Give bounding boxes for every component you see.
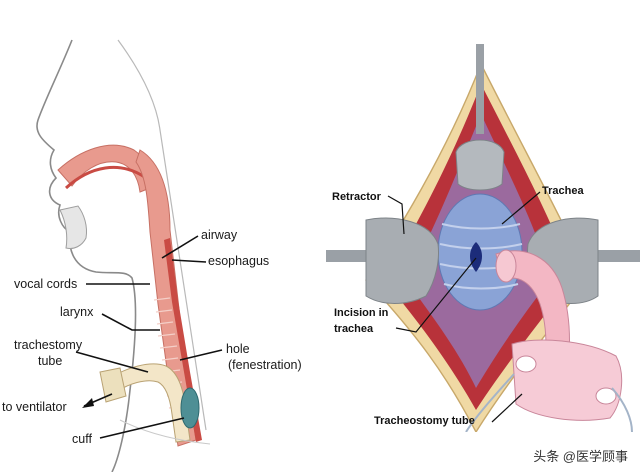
label-trachestomy-line1: trachestomy xyxy=(14,338,83,352)
leader-retractor xyxy=(387,195,405,235)
leader-airway xyxy=(161,235,199,259)
face-profile-outline xyxy=(36,39,137,472)
trachea-incision xyxy=(470,242,482,272)
cuff xyxy=(180,387,200,429)
label-airway: airway xyxy=(201,228,238,242)
palate-arc xyxy=(64,165,147,190)
flange-hole-right xyxy=(595,387,617,405)
label-trachestomy-line2: tube xyxy=(38,354,63,368)
label-incision-line2: trachea xyxy=(334,323,374,335)
neck-skin xyxy=(119,419,211,445)
flange-hole-left xyxy=(515,355,537,373)
label-larynx: larynx xyxy=(60,305,94,319)
neck-back-outline xyxy=(117,39,207,431)
tube-ties xyxy=(465,373,633,432)
leader-trachea-right xyxy=(501,191,541,225)
jaw-bone xyxy=(59,205,87,249)
leader-tracheostomy-tube-right xyxy=(491,393,523,423)
head-neck-cross-section xyxy=(36,39,211,472)
label-to-ventilator: to ventilator xyxy=(2,400,67,414)
label-retractor: Retractor xyxy=(332,191,381,203)
tube-flange xyxy=(511,339,623,421)
leader-larynx xyxy=(101,313,160,331)
label-hole-line2: (fenestration) xyxy=(228,358,302,372)
label-tracheostomy-tube: Tracheostomy tube xyxy=(374,415,475,427)
trachea-rings-blue xyxy=(439,223,523,290)
leader-hole xyxy=(179,349,223,361)
label-hole-line1: hole xyxy=(226,342,250,356)
label-esophagus: esophagus xyxy=(208,254,270,268)
tube-connector xyxy=(99,367,127,403)
arrow-to-ventilator xyxy=(82,398,94,408)
leader-trachestomy-tube xyxy=(75,351,149,373)
top-retractor-rod xyxy=(476,44,484,134)
label-vocal-cords: vocal cords xyxy=(14,277,78,291)
tracheostomy-tube xyxy=(109,363,191,443)
surgical-view xyxy=(326,44,640,432)
label-trachea: Trachea xyxy=(542,185,584,197)
leader-cuff xyxy=(99,417,185,439)
top-retractor-hook xyxy=(455,139,505,191)
label-cuff: cuff xyxy=(72,432,92,446)
label-incision-line1: Incision in xyxy=(334,307,389,319)
watermark: 头条 @医学顾事 xyxy=(529,445,632,466)
left-retractor-blade xyxy=(365,217,439,304)
tube-opening xyxy=(495,249,517,283)
leader-incision xyxy=(395,257,477,333)
leader-esophagus xyxy=(171,259,207,263)
